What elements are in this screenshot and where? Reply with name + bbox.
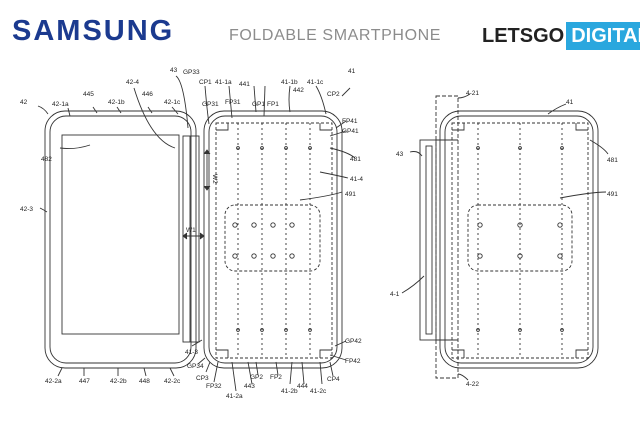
label-441: 441 — [239, 81, 250, 88]
label-41-2c: 41-2c — [310, 388, 327, 395]
label-4-1: 4-1 — [390, 291, 400, 298]
label-442: 442 — [293, 87, 304, 94]
label-445: 445 — [83, 91, 94, 98]
right-figure-labels: 4-21 41 43 481 491 4-1 4-22 — [390, 90, 618, 388]
letsgodigital-logo: LETSGO DIGITAL — [482, 22, 640, 50]
logo-text-letsgo: LETSGO — [482, 25, 565, 47]
label-cp2: CP2 — [327, 91, 340, 98]
label-41-1a: 41-1a — [215, 79, 232, 86]
label-42-1c: 42-1c — [164, 99, 181, 106]
label-444: 444 — [297, 383, 308, 390]
right-folded-body — [439, 110, 599, 369]
label-gp42: GP42 — [345, 338, 362, 345]
label-fp31: FP31 — [225, 99, 241, 106]
label-43-right: 43 — [396, 151, 404, 158]
label-481-right: 481 — [607, 157, 618, 164]
label-42-3: 42-3 — [20, 206, 33, 213]
label-4-22: 4-22 — [466, 381, 479, 388]
label-gp1: GP1 — [252, 101, 265, 108]
label-42-2a: 42-2a — [45, 378, 62, 385]
label-gp31: GP31 — [202, 101, 219, 108]
label-cp1: CP1 — [199, 79, 212, 86]
label-4-21: 4-21 — [466, 90, 479, 97]
label-482: 482 — [41, 156, 52, 163]
label-fp1: FP1 — [267, 101, 279, 108]
label-fp32: FP32 — [206, 383, 222, 390]
right-body-panel — [203, 110, 343, 369]
samsung-logo: SAMSUNG — [12, 15, 175, 47]
label-gp41: GP41 — [342, 128, 359, 135]
label-43: 43 — [170, 67, 178, 74]
label-491: 491 — [345, 191, 356, 198]
header: SAMSUNG FOLDABLE SMARTPHONE LETSGO DIGIT… — [0, 0, 640, 52]
label-481: 481 — [350, 156, 361, 163]
label-443: 443 — [244, 383, 255, 390]
label-42-1b: 42-1b — [108, 99, 125, 106]
label-41-2a: 41-2a — [226, 393, 243, 400]
label-42-2c: 42-2c — [164, 378, 181, 385]
label-41-4: 41-4 — [350, 176, 363, 183]
label-447: 447 — [79, 378, 90, 385]
label-446: 446 — [142, 91, 153, 98]
label-gp2: GP2 — [250, 374, 263, 381]
label-fp42: FP42 — [345, 358, 361, 365]
label-41: 41 — [348, 68, 356, 75]
label-cp3: CP3 — [196, 375, 209, 382]
label-42-2b: 42-2b — [110, 378, 127, 385]
label-w1: W1 — [186, 227, 196, 234]
label-448: 448 — [139, 378, 150, 385]
left-figure-labels: 42 42-1a 445 42-1b 446 42-1c 42-4 43 GP3… — [20, 67, 363, 400]
label-491-right: 491 — [607, 191, 618, 198]
label-w2: W2 — [211, 174, 218, 184]
label-gp33: GP33 — [183, 69, 200, 76]
label-cp4: CP4 — [327, 376, 340, 383]
page-subtitle: FOLDABLE SMARTPHONE — [229, 27, 442, 44]
label-41-1b: 41-1b — [281, 79, 298, 86]
label-41-1c: 41-1c — [307, 79, 324, 86]
label-42-4: 42-4 — [126, 79, 139, 86]
label-42: 42 — [20, 99, 28, 106]
label-gp34: GP34 — [187, 363, 204, 370]
label-fp41: FP41 — [342, 118, 358, 125]
left-display-panel — [44, 110, 197, 369]
label-fp2: FP2 — [270, 374, 282, 381]
hinge-strip — [182, 135, 200, 343]
label-41-2b: 41-2b — [281, 388, 298, 395]
right-hinge-assembly — [419, 95, 459, 379]
logo-text-digital: DIGITAL — [566, 22, 640, 50]
label-41-3: 41-3 — [185, 349, 198, 356]
label-42-1a: 42-1a — [52, 101, 69, 108]
label-41-right: 41 — [566, 99, 574, 106]
patent-drawing: 42 42-1a 445 42-1b 446 42-1c 42-4 43 GP3… — [20, 67, 618, 400]
